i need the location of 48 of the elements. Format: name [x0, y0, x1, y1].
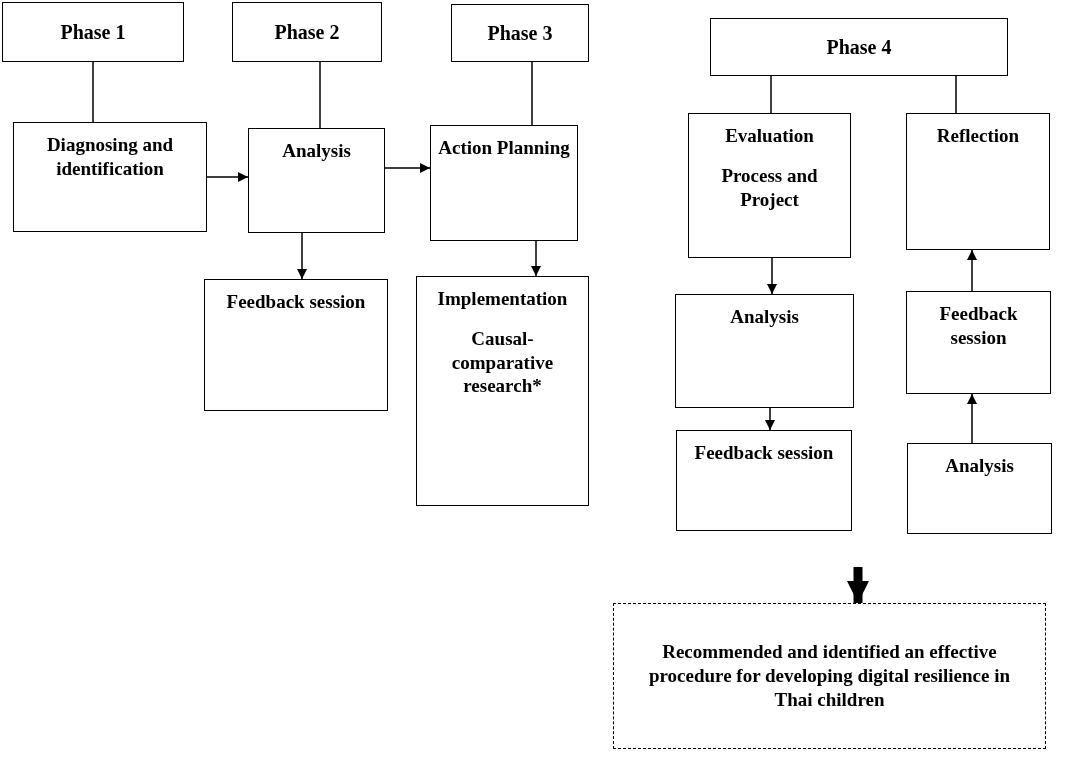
box-label: Diagnosing and identification: [45, 133, 175, 181]
process-box: [430, 125, 578, 241]
process-box: [675, 294, 854, 408]
process-box: [906, 113, 1050, 250]
process-box: [204, 279, 388, 411]
arrow: [206, 172, 249, 182]
arrow: [967, 249, 977, 292]
arrow: [765, 407, 775, 431]
box-label: Feedback session: [694, 441, 834, 465]
box-label: Reflection: [936, 124, 1020, 148]
phase-box: [710, 18, 1008, 76]
process-box: [906, 291, 1051, 394]
arrow: [531, 240, 541, 277]
box-label: Implementation: [437, 287, 568, 311]
arrow: [384, 163, 431, 173]
process-box: [907, 443, 1052, 534]
box-label: Analysis: [282, 139, 351, 163]
process-box: [688, 113, 851, 258]
box-text: Process and Project: [720, 163, 819, 212]
connector-line: [770, 75, 772, 114]
arrow: [767, 257, 777, 295]
box-label: Phase 4: [826, 34, 892, 60]
process-box: [676, 430, 852, 531]
arrow: [967, 393, 977, 444]
connector-line: [92, 61, 94, 123]
process-box: [248, 128, 385, 233]
box-label: Phase 3: [487, 20, 553, 46]
box-label: Feedback session: [226, 290, 366, 314]
process-box: [13, 122, 207, 232]
box-text: Causal-comparative research*: [450, 326, 555, 398]
process-box: [416, 276, 589, 506]
box-label: Action Planning: [438, 136, 570, 160]
box-label: Analysis: [730, 305, 799, 329]
arrow: [847, 567, 869, 603]
phase-box: [2, 2, 184, 62]
outcome-box: [613, 603, 1046, 749]
phase-box: [451, 4, 589, 62]
box-label: Feedback session: [938, 302, 1019, 350]
phase-box: [232, 2, 382, 62]
connector-line: [319, 61, 321, 129]
box-label: Phase 1: [60, 19, 126, 45]
connector-line: [955, 75, 957, 114]
arrow: [297, 232, 307, 280]
box-label: Phase 2: [274, 19, 340, 45]
connector-line: [531, 61, 533, 126]
box-label: Evaluation: [725, 124, 814, 148]
box-label: Analysis: [945, 454, 1014, 478]
box-label: Recommended and identified an effective procedure for developing digital resilience in Thai children: [647, 640, 1012, 712]
